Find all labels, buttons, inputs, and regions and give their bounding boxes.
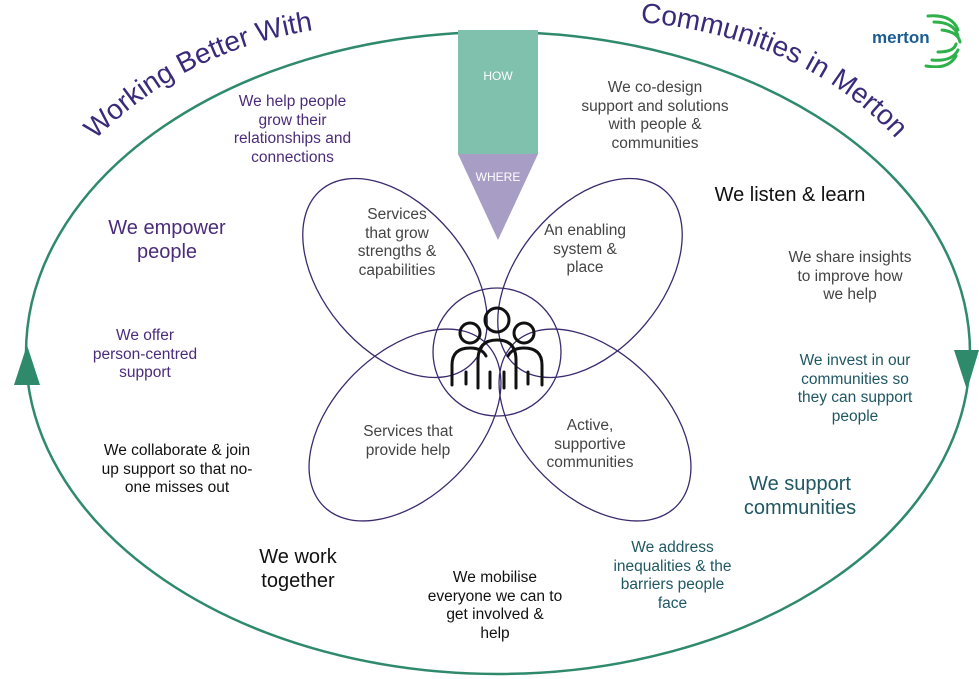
merton-logo-text: merton: [872, 28, 930, 47]
center-circle: [432, 287, 562, 417]
cycle-arrow-up-icon: [14, 345, 40, 385]
where-label: WHERE: [476, 170, 521, 184]
where-funnel: [458, 154, 538, 240]
heading-listen: We listen & learn: [714, 184, 866, 206]
how-box: [458, 30, 538, 154]
merton-logo-icon: [924, 14, 962, 68]
merton-logo: merton: [868, 8, 968, 68]
people-group-icon: [450, 306, 544, 390]
cycle-arrow-down-icon: [954, 350, 979, 390]
petal-label-bottom-right: Active,supportive communities: [546, 417, 634, 472]
petal-bottom-right: [498, 328, 692, 522]
petal-top-left: [302, 177, 488, 379]
how-label: HOW: [483, 69, 513, 83]
